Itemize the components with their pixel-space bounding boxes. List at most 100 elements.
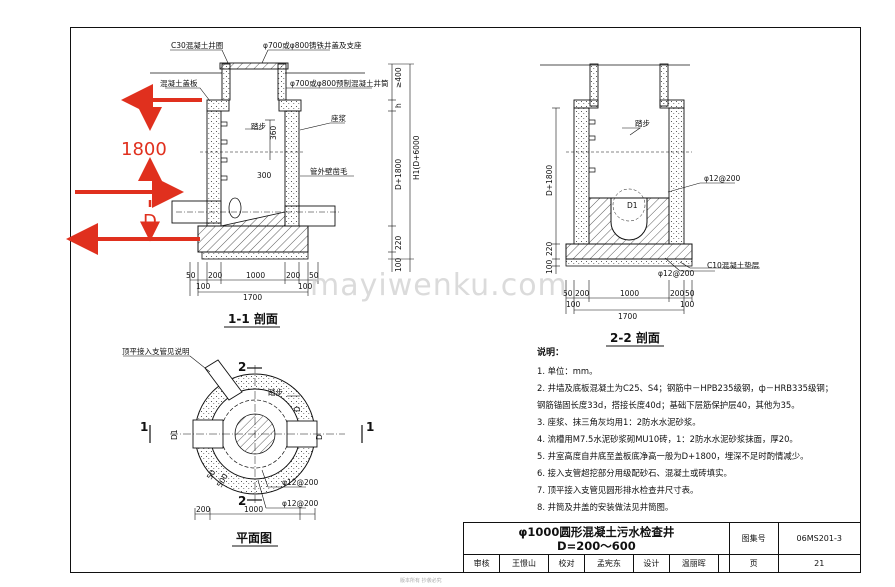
notes-block: 说明： 1. 单位：mm。 2. 井墙及底板混凝土为C25、S4；钢筋中－HPB… xyxy=(537,345,852,516)
caption-section-1-1: 1-1 剖面 xyxy=(228,311,278,326)
drawing-title: φ1000圆形混凝土污水检查井 xyxy=(518,524,675,539)
plan-dim-1000: 1000 xyxy=(244,505,263,514)
dim-s2-100: 100 xyxy=(545,259,554,274)
label-pipe-seal: 管外壁凿毛 xyxy=(310,166,348,176)
dim-s2-50b: 50 xyxy=(685,289,695,298)
red-annotations: 1800 D xyxy=(66,84,202,255)
note-item: 3. 座浆、抹三角灰均用1：2防水水泥砂浆。 xyxy=(537,417,701,427)
plan-rebar-1: φ12@200 xyxy=(282,478,319,487)
label-c10: C10混凝土垫层 xyxy=(707,260,760,270)
footer-text: 版本所有 抄袭必究 xyxy=(400,578,442,584)
note-item: 7. 顶平接入支管见圆形排水检查井尺寸表。 xyxy=(537,485,699,495)
drawing-sheet xyxy=(70,27,861,573)
plan-dim-50: 50 xyxy=(205,468,218,481)
leader xyxy=(299,122,345,131)
atlas-number: 06MS201-3 xyxy=(777,522,861,555)
red-label-1800: 1800 xyxy=(121,139,167,160)
dim-s2-220: 220 xyxy=(545,241,554,256)
cover-plate-right xyxy=(278,99,302,112)
red-label-d: D xyxy=(143,211,157,232)
caption-plan: 平面图 xyxy=(236,531,272,545)
section-mark-1a: 1 xyxy=(140,420,148,434)
label-c30-lid: C30混凝土井圈 xyxy=(171,40,223,50)
plan-step: 踏步 xyxy=(268,387,283,397)
dim-h1: H1(D+6000 xyxy=(412,135,421,180)
s2-flow-channel xyxy=(610,197,648,241)
plan-d: D xyxy=(315,434,324,440)
dim-s2-200b: 200 xyxy=(670,289,685,298)
atlas-label: 图集号 xyxy=(728,522,779,555)
chamber-wall-left xyxy=(206,110,222,227)
label-rebar-2: φ12@200 xyxy=(658,269,695,278)
cover-ring xyxy=(219,62,289,70)
leader xyxy=(170,49,229,64)
dim-h: h xyxy=(394,103,403,108)
dim-360: 360 xyxy=(269,125,278,140)
dim-s1-1000: 1000 xyxy=(246,271,265,280)
dim-s1-100: 100 xyxy=(196,282,211,291)
design-label: 设计 xyxy=(632,554,670,573)
dim-s1-200: 200 xyxy=(208,271,223,280)
section-mark-2b: 2 xyxy=(238,494,246,508)
label-precast-700: φ700或φ800预制混凝土井筒 xyxy=(290,78,389,88)
s2-wall-left xyxy=(573,107,590,245)
label-step: 踏步 xyxy=(251,121,266,131)
page-number: 21 xyxy=(777,554,861,573)
drawing-subtitle: D=200～600 xyxy=(557,538,636,553)
caption-section-2-2: 2-2 剖面 xyxy=(610,330,660,345)
review-label: 审核 xyxy=(462,554,501,573)
note-item: 5. 井室高度自井底至盖板底净高一般为D+1800，埋深不足时酌情减少。 xyxy=(537,451,809,461)
section-mark-2a: 2 xyxy=(238,360,246,374)
dim-s1-50: 50 xyxy=(186,271,196,280)
chamber-wall-right xyxy=(284,110,300,227)
dim-100: 100 xyxy=(394,257,403,272)
s2-cushion xyxy=(565,258,693,267)
reviewer-name: 王憬山 xyxy=(499,554,549,573)
dim-400: ≥400 xyxy=(394,67,403,88)
cushion-layer xyxy=(201,251,309,260)
dim-300: 300 xyxy=(257,171,272,180)
dim-s1-200b: 200 xyxy=(286,271,301,280)
label-rebar-1: φ12@200 xyxy=(704,174,741,183)
base-slab xyxy=(197,225,309,253)
section-2-2: 踏步 φ12@200 φ12@200 C10混凝土垫层 D1 D+1800 22… xyxy=(540,63,760,347)
page-label: 页 xyxy=(728,554,779,573)
dim-s2-100a: 100 xyxy=(566,300,581,309)
plan-note: 顶平接入支管见说明 xyxy=(122,346,190,356)
note-item: 4. 流槽用M7.5水泥砂浆砌MU10砖，1：2防水水泥砂浆抹面，厚20。 xyxy=(537,434,798,444)
note-item: 钢筋锚固长度33d，搭接长度40d；基础下层筋保护层40，其他为35。 xyxy=(537,400,800,410)
dim-s2-200: 200 xyxy=(575,289,590,298)
s2-base-slab xyxy=(565,243,693,260)
label-d1: D1 xyxy=(627,201,638,210)
section-1-1: C30混凝土井圈 φ700或φ800铸铁井盖及支座 混凝土盖板 φ700或φ80… xyxy=(150,40,421,328)
dim-s2-1700: 1700 xyxy=(618,312,637,321)
note-item: 6. 接入支管超挖部分用级配砂石、混凝土或砖填实。 xyxy=(537,468,732,478)
steps xyxy=(221,121,228,181)
plan-view: 1 1 2 2 顶平接入支管见说明 φ12@200 φ12@200 踏步 D D… xyxy=(122,346,374,547)
label-step-2: 踏步 xyxy=(635,118,650,128)
dim-s2-100b: 100 xyxy=(680,300,695,309)
label-mortar: 座浆 xyxy=(331,113,346,123)
notes-heading: 说明： xyxy=(537,348,565,358)
note-item: 8. 井筒及井盖的安装做法见井筒图。 xyxy=(537,502,674,512)
s2-wall-right xyxy=(668,107,685,245)
dim-s2-1000: 1000 xyxy=(620,289,639,298)
signature-area xyxy=(717,554,730,573)
watermark: mayiwenku.com xyxy=(310,268,568,303)
title-cell: φ1000圆形混凝土污水检查井 D=200～600 xyxy=(463,522,730,555)
plan-d1: D1 xyxy=(170,429,179,440)
label-cover-700: φ700或φ800铸铁井盖及支座 xyxy=(263,40,362,50)
dim-s1-50b: 50 xyxy=(309,271,319,280)
dim-220: 220 xyxy=(394,235,403,250)
designer-name: 温丽晖 xyxy=(668,554,719,573)
check-label: 校对 xyxy=(547,554,586,573)
plan-branch-pipe xyxy=(204,359,243,401)
plan-dim-200: 200 xyxy=(196,505,211,514)
cover-plate-left xyxy=(206,99,230,112)
dim-dplus1800: D+1800 xyxy=(394,159,403,190)
dim-s1-1700: 1700 xyxy=(243,293,262,302)
outlet-pipe xyxy=(284,205,336,227)
side-pipe-opening xyxy=(228,197,242,219)
dim-s2-dplus1800: D+1800 xyxy=(545,165,554,196)
